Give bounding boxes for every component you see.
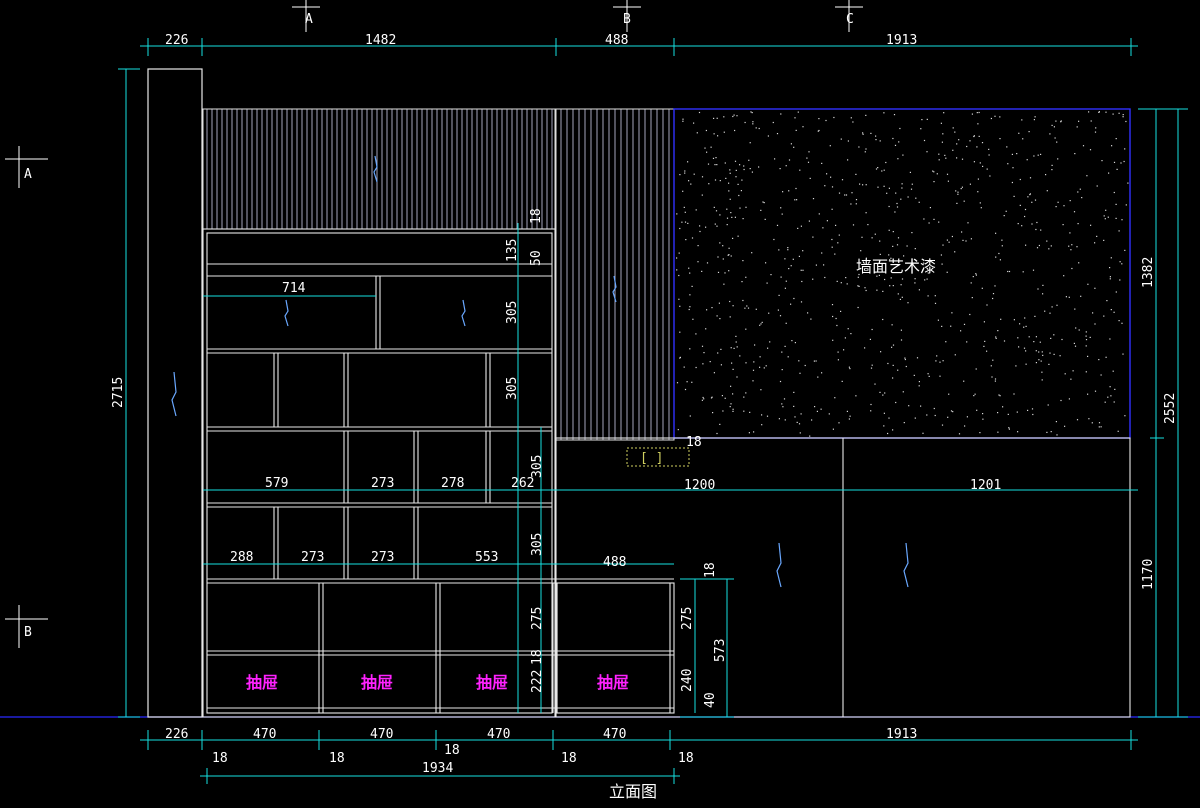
left-column bbox=[147, 68, 203, 718]
dim-wall-18: 18 bbox=[686, 435, 702, 450]
dim-vert-305d: 305 bbox=[530, 533, 545, 556]
dim-right-40: 40 bbox=[703, 692, 718, 708]
dim-bottom-1913: 1913 bbox=[886, 727, 917, 742]
dim-bottom-470a: 470 bbox=[253, 727, 276, 742]
dim-shelf-273c: 273 bbox=[371, 550, 394, 565]
dim-shelf-278: 278 bbox=[441, 476, 464, 491]
grid-label-a-top: A bbox=[305, 12, 313, 27]
dim-vert-275: 275 bbox=[530, 607, 545, 630]
grid-label-a-left: A bbox=[24, 167, 32, 182]
dim-right-275: 275 bbox=[680, 607, 695, 630]
wood-slat-panel-right bbox=[555, 108, 675, 441]
dim-right-240: 240 bbox=[680, 669, 695, 692]
dim-gap-18c: 18 bbox=[444, 743, 460, 758]
dim-top-226: 226 bbox=[165, 33, 188, 48]
dim-gap-18a: 18 bbox=[212, 751, 228, 766]
dim-bottom-470b: 470 bbox=[370, 727, 393, 742]
dim-right-upper: 1382 bbox=[1141, 257, 1156, 288]
dim-gap-18d: 18 bbox=[561, 751, 577, 766]
shelving-unit bbox=[202, 228, 675, 718]
dim-vert-18-top: 18 bbox=[529, 208, 544, 224]
drawer-label-3: 抽屉 bbox=[476, 673, 508, 692]
dim-vert-50: 50 bbox=[529, 250, 544, 266]
wood-slat-panel-left bbox=[202, 108, 556, 230]
dim-bottom-470c: 470 bbox=[487, 727, 510, 742]
dim-bottom-470d: 470 bbox=[603, 727, 626, 742]
grid-markers bbox=[5, 0, 863, 648]
dim-shelf-262: 262 bbox=[511, 476, 534, 491]
dim-vert-305b: 305 bbox=[505, 377, 520, 400]
dim-top-1482: 1482 bbox=[365, 33, 396, 48]
dim-bottom-226: 226 bbox=[165, 727, 188, 742]
dim-cabinet-1200: 1200 bbox=[684, 478, 715, 493]
dimension-lines bbox=[118, 38, 1188, 784]
dim-top-shelf-714: 714 bbox=[282, 281, 306, 296]
lower-cabinets bbox=[555, 437, 1131, 718]
tag-text: [ ] bbox=[640, 451, 663, 466]
dim-right-total: 2552 bbox=[1163, 393, 1178, 424]
dim-gap-18e: 18 bbox=[678, 751, 694, 766]
dim-right-573: 573 bbox=[713, 639, 728, 662]
grid-label-c-top: C bbox=[846, 12, 854, 27]
art-paint-texture bbox=[676, 111, 1129, 437]
dim-vert-305a: 305 bbox=[505, 301, 520, 324]
dim-cabinet-1201: 1201 bbox=[970, 478, 1001, 493]
dim-left-total: 2715 bbox=[111, 377, 126, 408]
wall-art-paint-label: 墙面艺术漆 bbox=[856, 257, 936, 276]
dim-top-1913: 1913 bbox=[886, 33, 917, 48]
drawer-label-4: 抽屉 bbox=[597, 673, 629, 692]
grid-label-b-top: B bbox=[623, 12, 631, 27]
drawer-label-2: 抽屉 bbox=[361, 673, 393, 692]
dim-right-lower: 1170 bbox=[1141, 559, 1156, 590]
opening-marks bbox=[171, 155, 909, 588]
grid-label-b-left: B bbox=[24, 625, 32, 640]
dim-gap-18b: 18 bbox=[329, 751, 345, 766]
dim-shelf-288: 288 bbox=[230, 550, 253, 565]
dim-shelf-553: 553 bbox=[475, 550, 498, 565]
dim-vert-18-mid: 18 bbox=[530, 649, 545, 665]
dim-top-488: 488 bbox=[605, 33, 628, 48]
drawing-title: 立面图 bbox=[609, 782, 657, 801]
dim-vert-222: 222 bbox=[530, 670, 545, 693]
dim-bottom-total: 1934 bbox=[422, 761, 453, 776]
drawer-label-1: 抽屉 bbox=[246, 673, 278, 692]
dim-vert-305c: 305 bbox=[530, 455, 545, 478]
dim-low-cabinet-488: 488 bbox=[603, 555, 626, 570]
dim-shelf-273: 273 bbox=[371, 476, 394, 491]
dim-shelf-579: 579 bbox=[265, 476, 288, 491]
dim-right-18: 18 bbox=[703, 562, 718, 578]
dim-vert-135: 135 bbox=[505, 239, 520, 262]
dim-shelf-273b: 273 bbox=[301, 550, 324, 565]
